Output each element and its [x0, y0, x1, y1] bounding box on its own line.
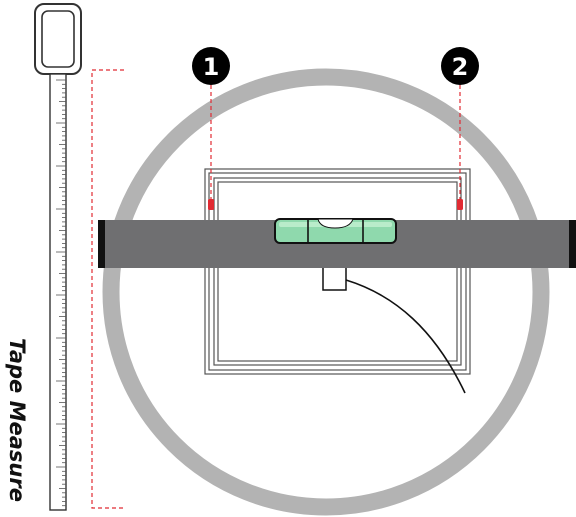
nail-pin-right	[457, 199, 463, 210]
picture-frame-icon	[204, 168, 471, 375]
marker-1: 1	[192, 47, 230, 85]
spirit-level-icon	[98, 218, 576, 268]
wall-ring	[102, 68, 550, 516]
tape-measure-blade	[49, 73, 67, 511]
marker-1-badge	[192, 47, 230, 85]
bubble-vial-icon	[274, 218, 397, 244]
marker-2-badge	[441, 47, 479, 85]
level-end-cap-left	[98, 220, 105, 268]
tape-measure-icon	[34, 3, 82, 511]
dashed-guides	[91, 69, 461, 509]
marker-2-number: 2	[452, 53, 469, 81]
wire-hook	[322, 265, 347, 291]
marker-2: 2	[441, 47, 479, 85]
nail-pin-left	[208, 199, 214, 210]
level-end-cap-right	[569, 220, 576, 268]
tape-ticks	[56, 79, 66, 507]
tape-measure-label: Tape Measure	[5, 338, 29, 502]
hanging-wire-icon	[345, 279, 466, 394]
marker-1-number: 1	[203, 53, 220, 81]
